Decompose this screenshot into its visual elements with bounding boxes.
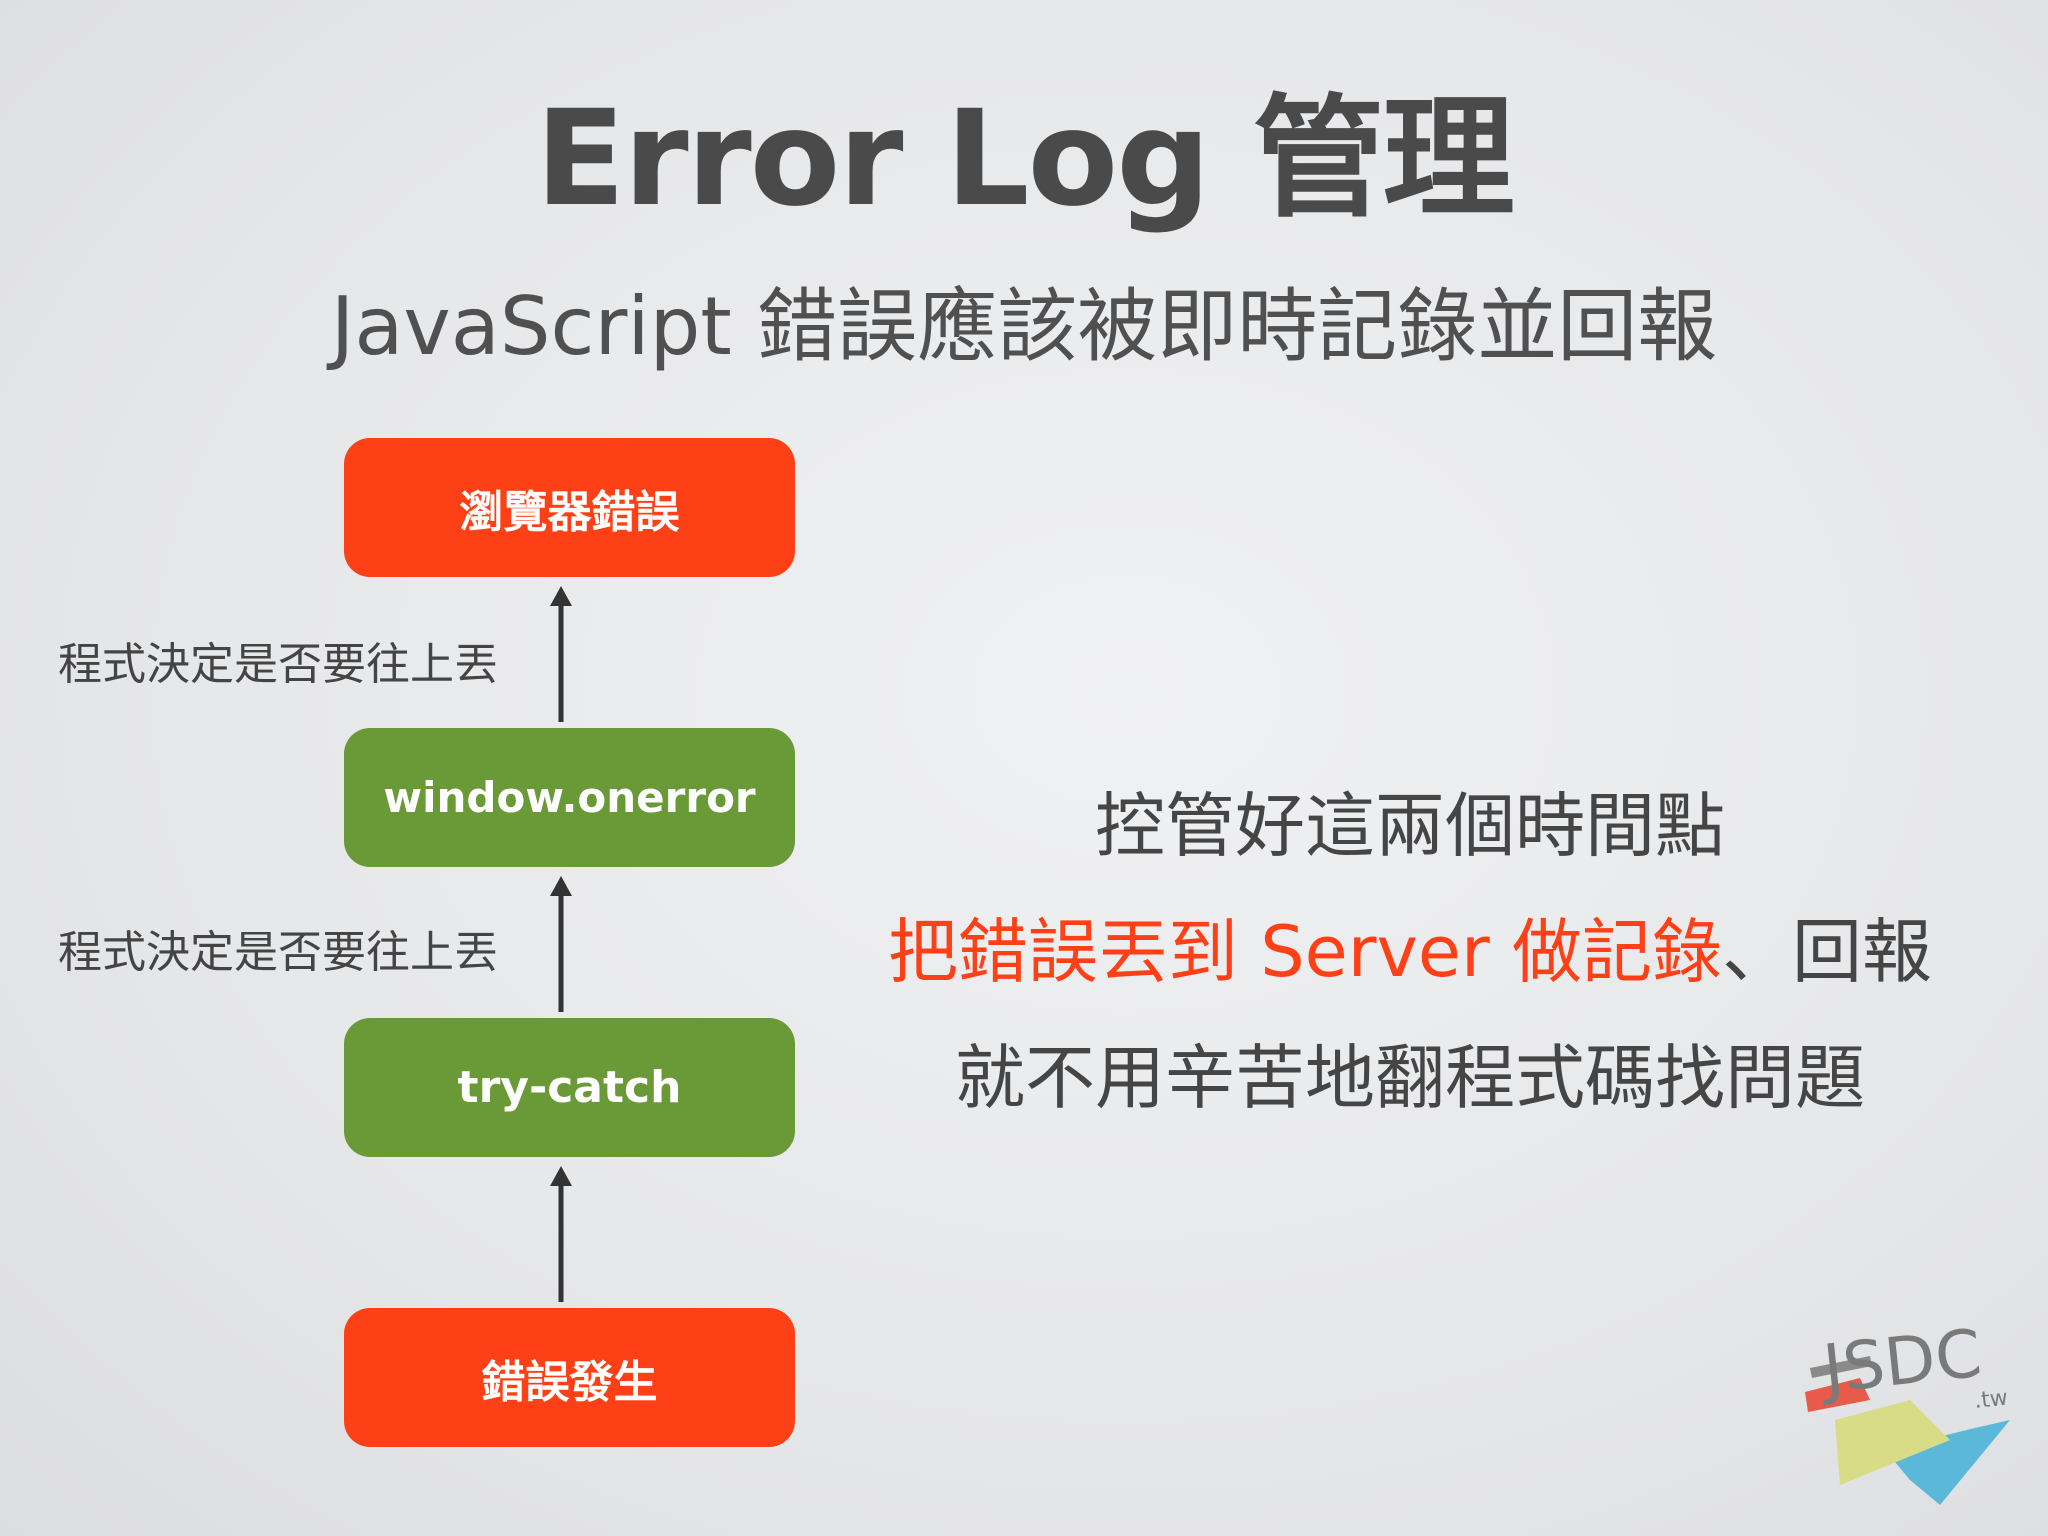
arrow-label-upper: 程式決定是否要往上丟	[58, 639, 498, 690]
note-line-3: 就不用辛苦地翻程式碼找問題	[955, 1037, 1865, 1119]
logo-suffix: .tw	[1973, 1386, 2009, 1414]
note-line-1: 控管好這兩個時間點	[1095, 785, 1725, 867]
window-onerror-box: window.onerror	[344, 728, 795, 867]
slide-title: Error Log 管理	[535, 82, 1514, 236]
jsdc-logo: JSDC .tw	[1805, 1315, 2010, 1505]
logo-text: JSDC	[1816, 1315, 1985, 1409]
browser-error-label: 瀏覽器錯誤	[459, 486, 680, 538]
window-onerror-label: window.onerror	[383, 773, 756, 822]
note-line-2-rest: 、回報	[1722, 911, 1933, 993]
error-occurs-box: 錯誤發生	[344, 1308, 795, 1447]
slide-subtitle: JavaScript 錯誤應該被即時記錄並回報	[330, 280, 1718, 373]
arrow-up-icon	[550, 876, 572, 1012]
arrow-up-icon	[550, 586, 572, 722]
note-line-2-highlight: 把錯誤丟到 Server 做記錄	[887, 911, 1723, 993]
try-catch-box: try-catch	[344, 1018, 795, 1157]
arrow-up-icon	[550, 1166, 572, 1302]
arrow-label-lower: 程式決定是否要往上丟	[58, 927, 498, 978]
error-occurs-label: 錯誤發生	[481, 1356, 658, 1408]
browser-error-box: 瀏覽器錯誤	[344, 438, 795, 577]
try-catch-label: try-catch	[457, 1062, 682, 1113]
note-line-2: 把錯誤丟到 Server 做記錄、回報	[860, 896, 1960, 997]
